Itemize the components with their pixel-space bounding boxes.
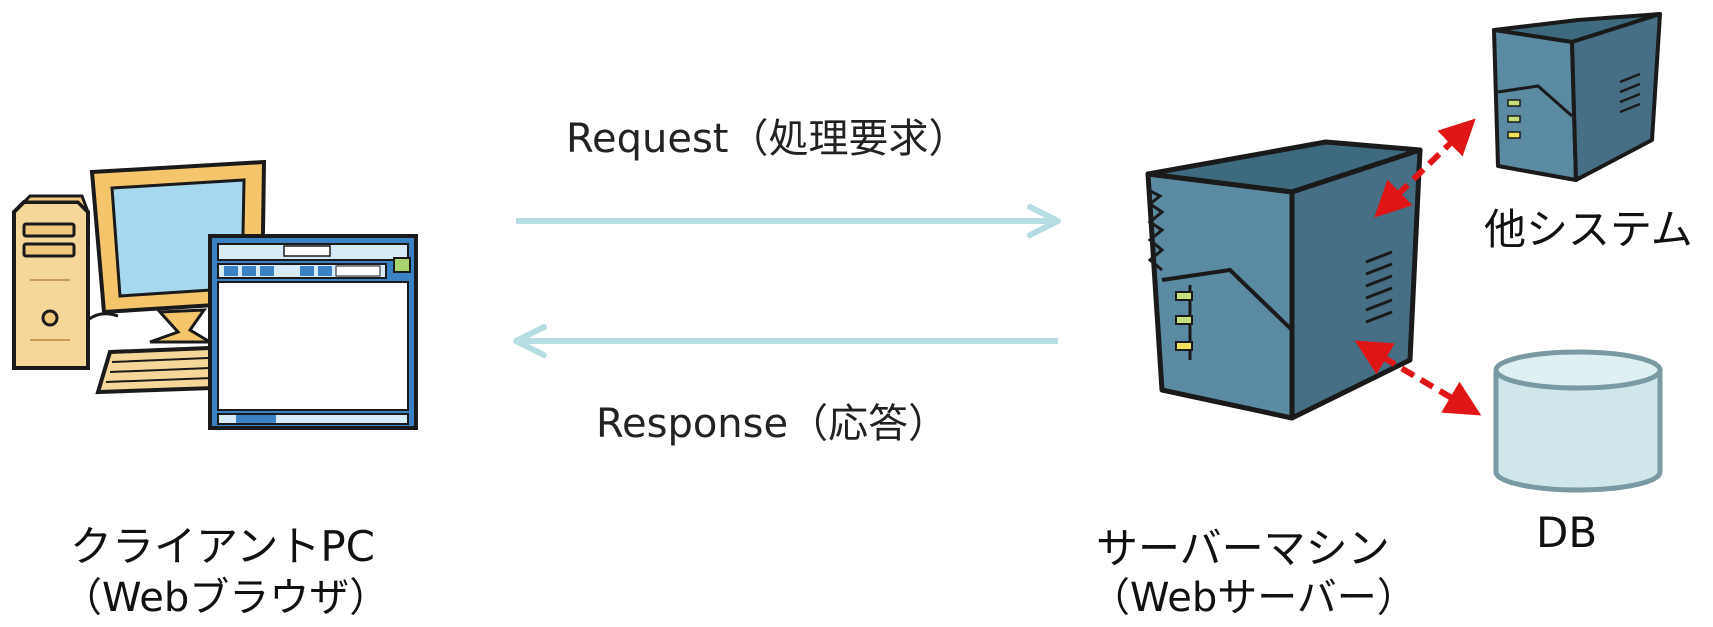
server-label-line2: （Webサーバー） <box>1090 575 1417 621</box>
small-server-icon <box>1492 12 1662 182</box>
other-system-label: 他システム <box>1484 205 1693 254</box>
response-arrow <box>513 324 1058 358</box>
server-to-other-system-link <box>1374 118 1476 218</box>
server-tower-icon <box>1145 139 1423 421</box>
client-computer-icon <box>12 159 418 430</box>
browser-window <box>208 234 418 430</box>
request-arrow <box>516 204 1061 238</box>
pc-keyboard <box>95 345 217 395</box>
client-label-line2: （Webブラウザ） <box>62 575 390 621</box>
server-label-line1: サーバーマシン <box>1096 524 1390 573</box>
database-cylinder-icon <box>1493 349 1663 493</box>
db-label: DB <box>1536 508 1598 557</box>
pc-tower <box>12 194 90 370</box>
response-label: Response（応答） <box>596 401 949 447</box>
client-label-line1: クライアントPC <box>70 522 375 571</box>
request-label: Request（処理要求） <box>566 116 969 162</box>
